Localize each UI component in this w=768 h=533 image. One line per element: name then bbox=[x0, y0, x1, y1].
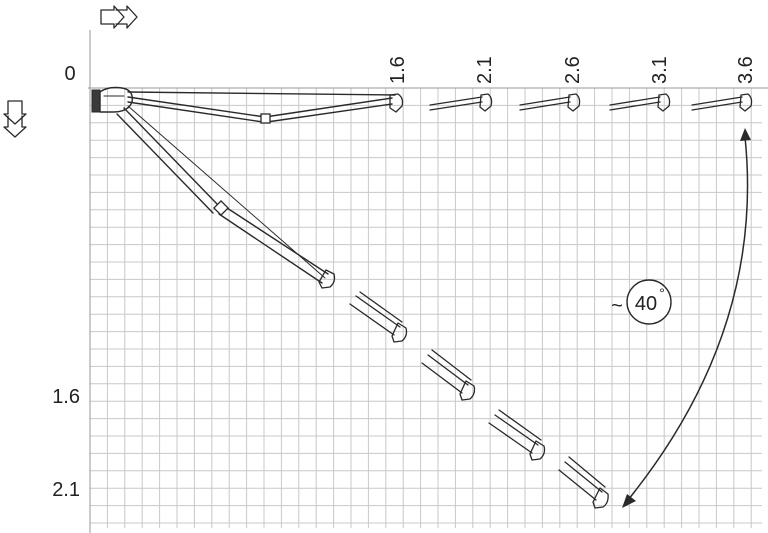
angle-arc bbox=[622, 128, 751, 508]
arm-tip-extension bbox=[349, 291, 408, 343]
arrowhead-down-icon bbox=[622, 494, 636, 508]
angle-value: 40 bbox=[635, 293, 657, 315]
arm-tip-extension bbox=[609, 93, 671, 112]
elbow-joint bbox=[213, 200, 229, 216]
vertical-tick-label: 2.1 bbox=[52, 479, 80, 501]
double-arrow-down-icon bbox=[3, 100, 27, 138]
horizontal-tick-label: 1.6 bbox=[387, 56, 409, 84]
double-arrow-right-icon bbox=[100, 5, 138, 29]
vertical-tick-label: 1.6 bbox=[52, 386, 80, 408]
inclined-arm-position bbox=[116, 105, 609, 509]
arm-tip-extension bbox=[691, 93, 753, 112]
horizontal-tick-label: 2.1 bbox=[474, 56, 496, 84]
angle-circle bbox=[626, 279, 672, 325]
arm-tip-extension bbox=[488, 409, 546, 461]
arm-tip-extension bbox=[558, 456, 609, 509]
arm-tip-extension bbox=[519, 93, 581, 112]
degree-symbol: ° bbox=[659, 285, 665, 301]
arm-tip-extension bbox=[429, 93, 493, 112]
horizontal-arm-position bbox=[127, 91, 753, 124]
wall-bracket bbox=[91, 86, 133, 113]
angle-label: ~ 40 ° bbox=[611, 279, 672, 325]
elbow-joint bbox=[260, 113, 271, 124]
horizontal-tick-label: 3.6 bbox=[735, 56, 757, 84]
horizontal-tick-label: 3.1 bbox=[649, 56, 671, 84]
grid bbox=[89, 87, 762, 528]
approx-symbol: ~ bbox=[611, 295, 623, 317]
horizontal-tick-label: 2.6 bbox=[562, 56, 584, 84]
origin-label: 0 bbox=[64, 63, 75, 85]
arrowhead-up-icon bbox=[740, 128, 751, 141]
arm-tip-extension bbox=[421, 349, 476, 401]
